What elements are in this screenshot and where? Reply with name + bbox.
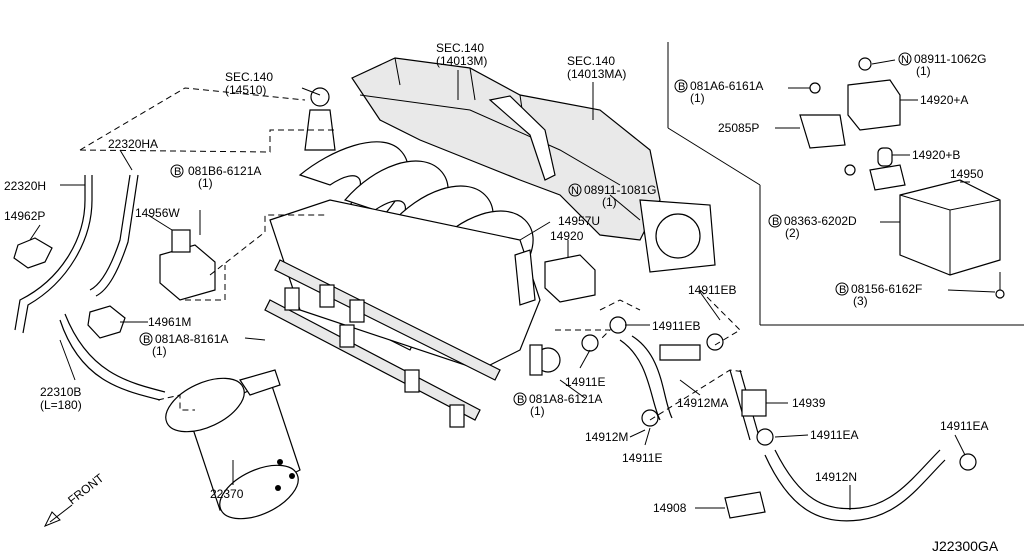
solenoid-14956w: [159, 210, 216, 301]
label-08363-6202d-qty: (2): [785, 226, 800, 240]
label-081a8-8161-group: B 081A8-8161A (1): [139, 332, 228, 358]
label-08911-1062g-qty: (1): [916, 64, 931, 78]
hoses-left: [13, 174, 166, 401]
intake-manifold: [264, 57, 716, 428]
bolt-symbol: B: [839, 284, 846, 296]
label-08911-1081g-qty: (1): [602, 195, 617, 209]
label-14950: 14950: [950, 167, 984, 181]
label-14911e-a: 14911E: [565, 375, 605, 389]
label-08363-6202d: 08363-6202D: [784, 214, 857, 228]
label-14961m: 14961M: [148, 315, 191, 329]
label-08363-group: B 08363-6202D (2): [768, 214, 857, 240]
label-081a8-8161a: 081A8-8161A: [155, 332, 228, 346]
front-arrow: FRONT: [43, 470, 107, 527]
label-25085p: 25085P: [718, 121, 759, 135]
label-081a6-group: B 081A6-6161A (1): [674, 79, 763, 105]
label-14920-b: 14920+B: [912, 148, 960, 162]
label-081a6-6161a-qty: (1): [690, 91, 705, 105]
label-14920: 14920: [550, 229, 584, 243]
label-14912m: 14912M: [585, 430, 628, 444]
label-14912n: 14912N: [815, 470, 857, 484]
label-081a8-8161a-qty: (1): [152, 344, 167, 358]
label-08911-1081g: 08911-1081G: [584, 183, 657, 197]
label-14939: 14939: [792, 396, 826, 410]
inset-box: [667, 42, 1024, 326]
label-14920-a: 14920+A: [920, 93, 968, 107]
label-08911-1081g-group: N 08911-1081G (1): [568, 183, 657, 209]
label-081a8-6121a-qty: (1): [530, 404, 545, 418]
dashed-leaders: [79, 87, 746, 421]
label-14911ea-a: 14911EA: [810, 428, 859, 442]
inset-parts: [799, 57, 1005, 299]
label-sec140-14013m-sub: (14013M): [436, 54, 487, 68]
label-081b6-group: B 081B6-6121A (1): [170, 164, 261, 190]
label-sec140-14013ma: SEC.140: [567, 54, 615, 68]
bolt-symbol: B: [772, 216, 779, 228]
label-14911ea-b: 14911EA: [940, 419, 989, 433]
front-label: FRONT: [65, 470, 107, 507]
label-sec140-14510: SEC.140: [225, 70, 273, 84]
label-22320h: 22320H: [4, 179, 46, 193]
label-081a6-6161a: 081A6-6161A: [690, 79, 763, 93]
callout-labels: SEC.140 (14510) SEC.140 (14013M) SEC.140…: [4, 41, 989, 515]
label-14962p: 14962P: [4, 209, 45, 223]
label-22370: 22370: [210, 487, 244, 501]
label-14911eb-a: 14911EB: [688, 283, 737, 297]
nut-symbol: N: [571, 185, 579, 197]
label-14912ma: 14912MA: [677, 396, 728, 410]
label-08156-6162f: 08156-6162F: [851, 282, 922, 296]
bolt-symbol: B: [517, 394, 524, 406]
label-081b6-6121a: 081B6-6121A: [188, 164, 261, 178]
label-22320ha: 22320HA: [108, 137, 158, 151]
label-081a8-6121-group: B 081A8-6121A (1): [513, 392, 602, 418]
label-08911-1062g-group: N 08911-1062G (1): [898, 52, 987, 78]
label-sec140-14013ma-sub: (14013MA): [567, 67, 626, 81]
label-22310b-length: (L=180): [40, 398, 82, 412]
canister-22370: [165, 369, 301, 520]
leader-lines: [29, 59, 996, 510]
solenoid-14920: [514, 249, 596, 306]
diagram-code: J22300GA: [932, 538, 999, 554]
label-081b6-qty: (1): [198, 176, 213, 190]
bolt-symbol: B: [174, 166, 181, 178]
label-14908: 14908: [653, 501, 687, 515]
bolt-symbol: B: [678, 81, 685, 93]
label-08156-6162f-qty: (3): [853, 294, 868, 308]
bolt-symbol: B: [143, 334, 150, 346]
label-081a8-6121a: 081A8-6121A: [529, 392, 602, 406]
label-14911e-b: 14911E: [622, 451, 662, 465]
label-14956w: 14956W: [135, 206, 180, 220]
nut-symbol: N: [901, 54, 909, 66]
label-22310b: 22310B: [40, 385, 81, 399]
label-sec140-14013m: SEC.140: [436, 41, 484, 55]
label-08911-1062g: 08911-1062G: [914, 52, 987, 66]
label-sec140-14510-sub: (14510): [225, 83, 266, 97]
label-14911eb-b: 14911EB: [652, 319, 701, 333]
label-08156-group: B 08156-6162F (3): [835, 282, 922, 308]
hoses-right: [581, 316, 977, 522]
label-14957u: 14957U: [558, 214, 600, 228]
